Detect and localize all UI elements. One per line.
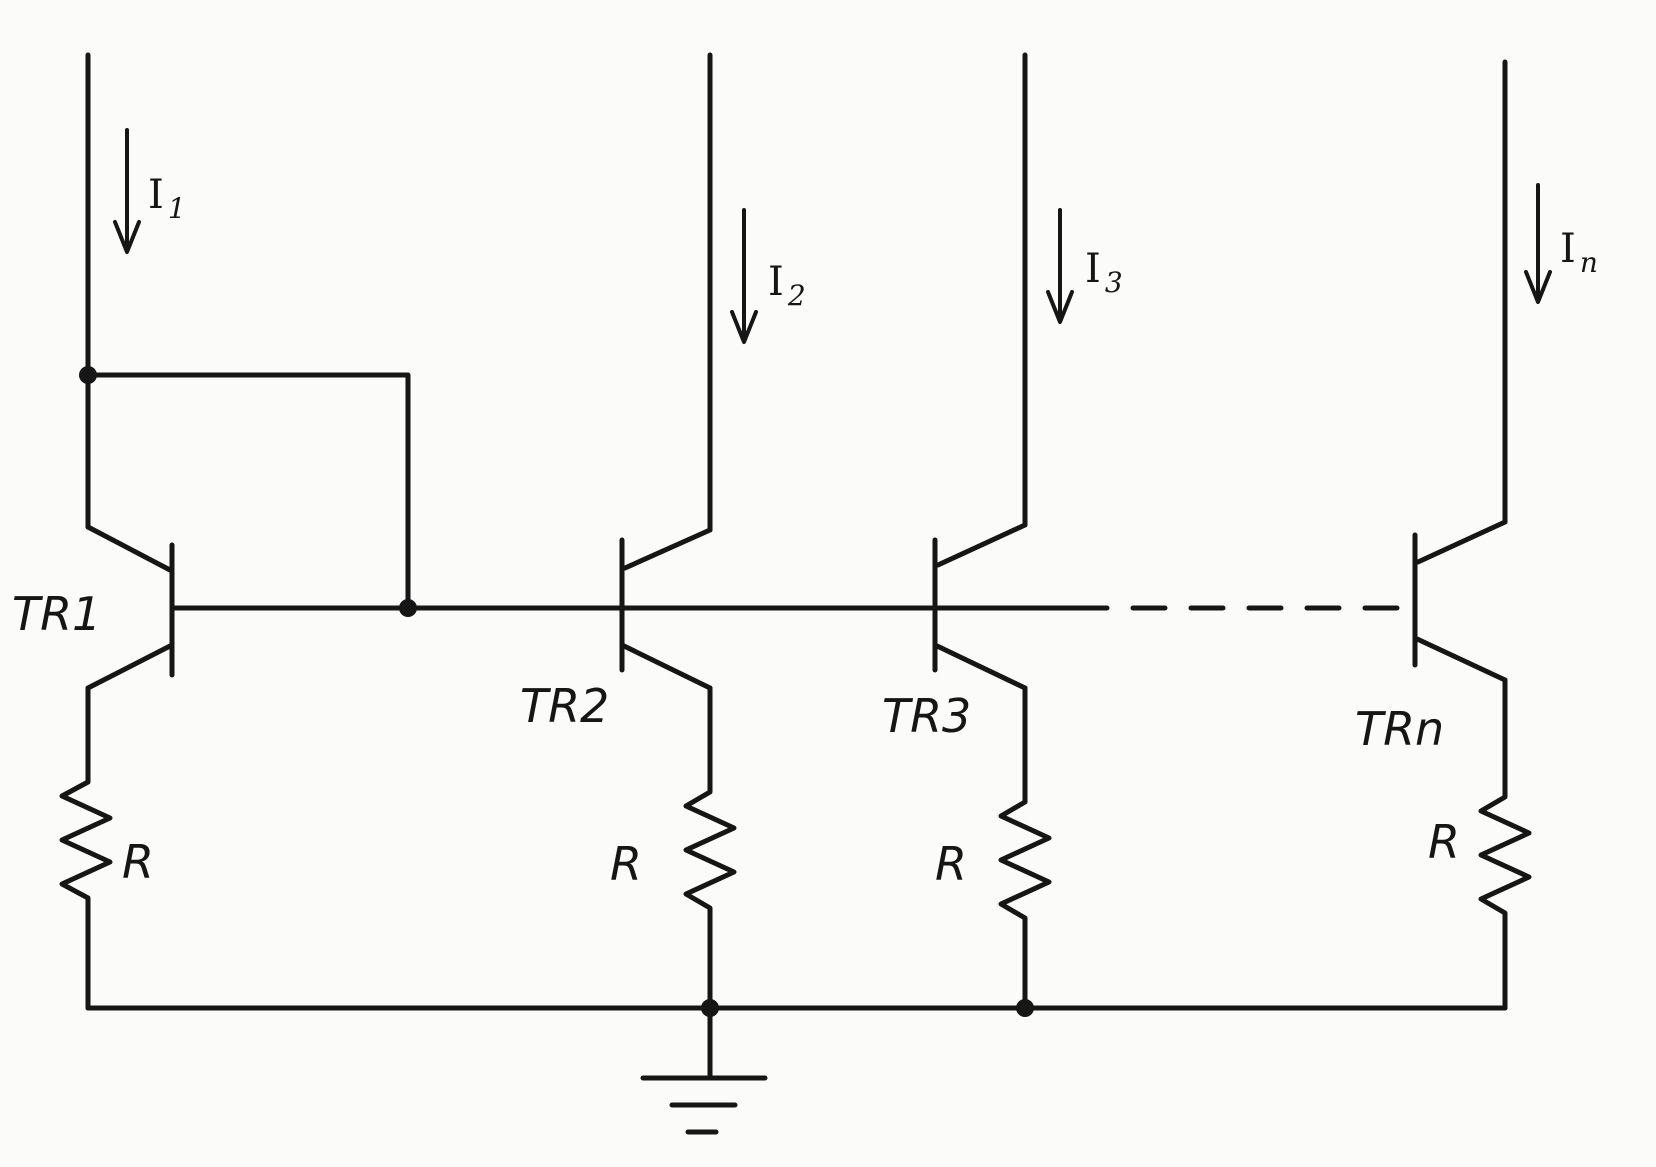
emitter-lead-2	[619, 642, 713, 691]
resistor-n	[1478, 782, 1532, 928]
resistor-label-3: R	[935, 837, 967, 891]
emitter-lead-n	[1412, 635, 1508, 683]
collector-lead-3	[935, 522, 1028, 568]
arrow-head-3	[1046, 290, 1074, 324]
ground-symbol	[640, 1075, 768, 1135]
resistor-label-n: R	[1428, 815, 1460, 869]
junction-dot-ground-2	[701, 999, 719, 1017]
stage-2	[619, 52, 758, 1078]
resistor-label-2: R	[610, 837, 642, 891]
stage-3	[932, 52, 1074, 1011]
arrow-head-2	[730, 310, 758, 344]
resistor-2	[683, 777, 737, 923]
junction-dot-base	[399, 599, 417, 617]
junction-dot-ground-3	[1016, 999, 1034, 1017]
diode-connection-wire	[85, 372, 411, 611]
stage-1	[59, 52, 411, 1011]
emitter-lead-3	[932, 642, 1028, 691]
transistor-label-3: TR3	[882, 689, 971, 743]
collector-lead-1	[85, 524, 173, 573]
emitter-lead-1	[85, 642, 175, 691]
collector-lead-2	[622, 527, 713, 571]
transistor-label-1: TR1	[12, 587, 101, 641]
arrow-head-1	[113, 220, 141, 254]
resistor-3	[998, 787, 1052, 933]
resistor-label-1: R	[122, 835, 154, 889]
transistor-label-n: TRn	[1355, 702, 1444, 756]
arrow-head-n	[1524, 270, 1552, 304]
transistor-label-2: TR2	[520, 679, 609, 733]
stage-n	[1412, 59, 1552, 1011]
resistor-1	[59, 767, 113, 913]
junction-dot-collector-1	[79, 366, 97, 384]
collector-lead-n	[1415, 519, 1508, 565]
